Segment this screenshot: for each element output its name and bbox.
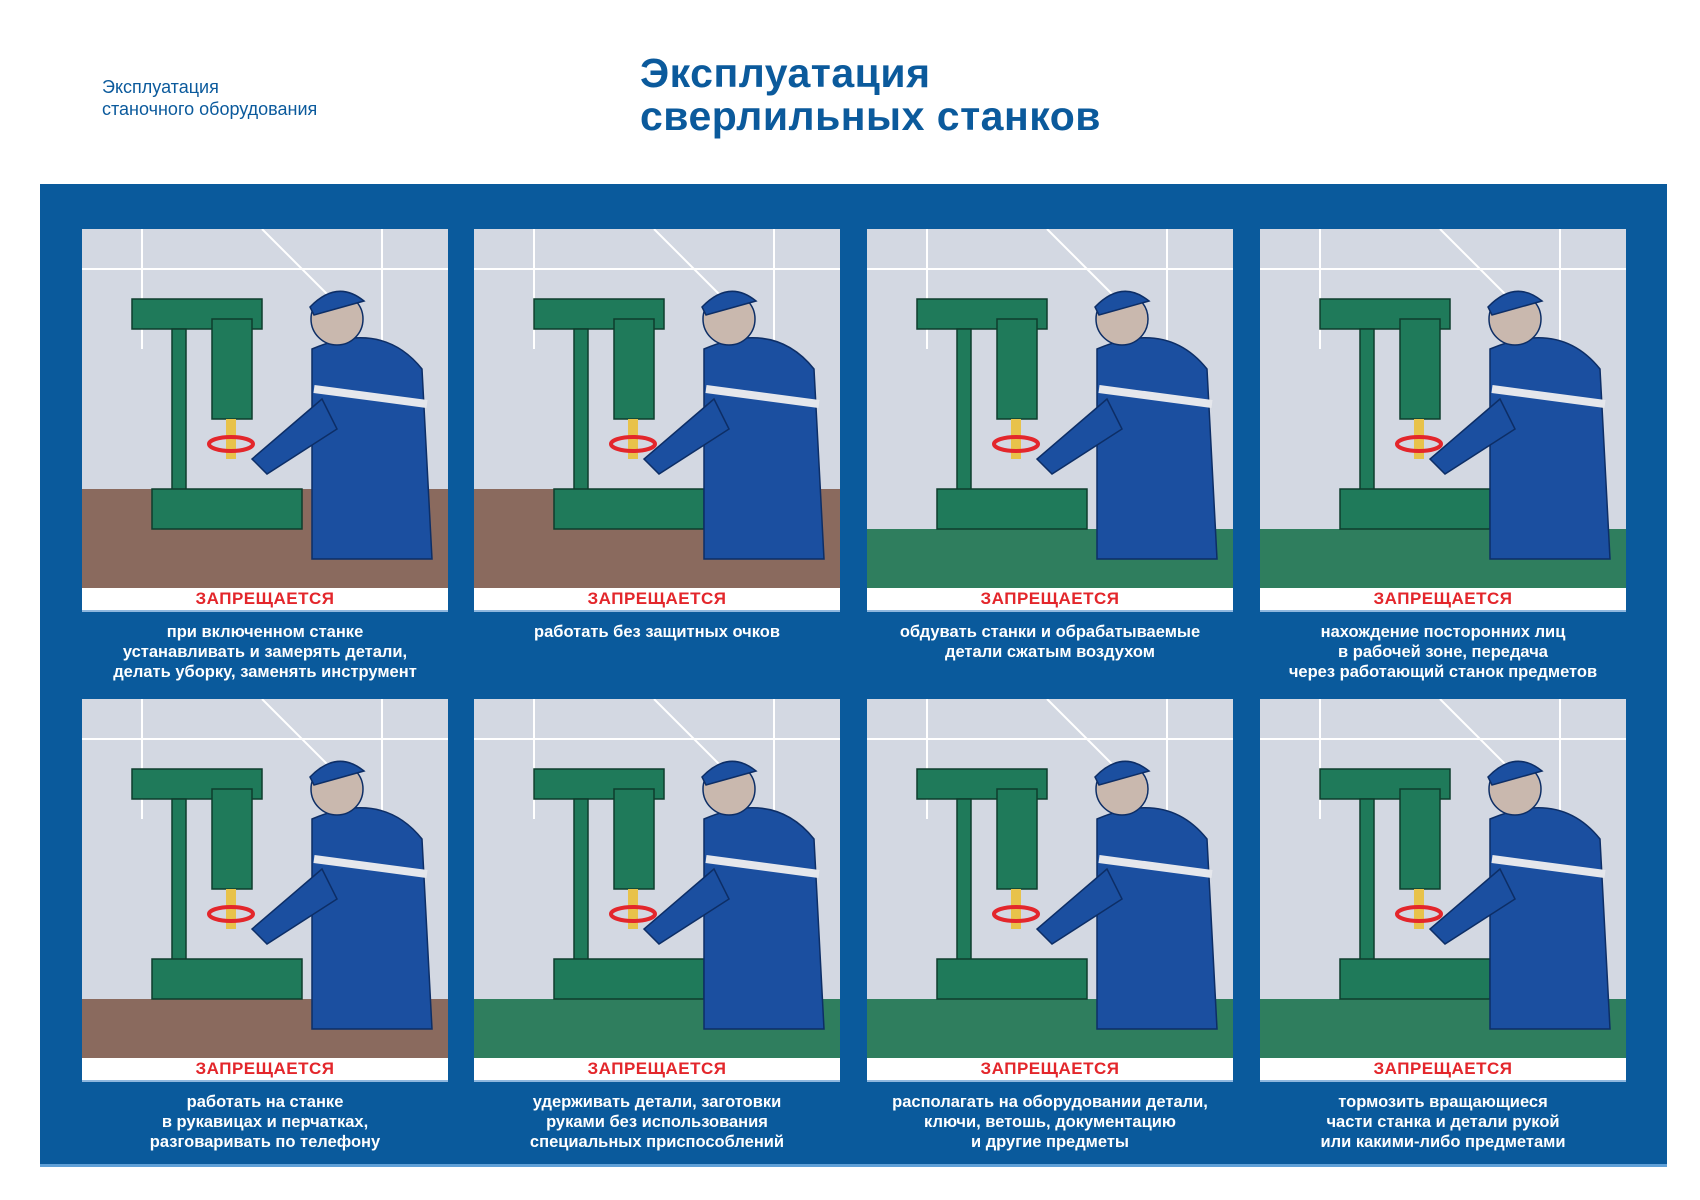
- prohibited-banner: ЗАПРЕЩАЕТСЯ: [867, 588, 1233, 612]
- drill-machine: [1319, 768, 1491, 1000]
- illustration: [1260, 699, 1626, 1058]
- caption-line: разговаривать по телефону: [149, 1133, 381, 1151]
- prohibited-banner: ЗАПРЕЩАЕТСЯ: [82, 588, 448, 612]
- series-title-line2: станочного оборудования: [102, 99, 318, 119]
- safety-rule-card: ЗАПРЕЩАЕТСЯ работать без защитных очков: [474, 229, 840, 642]
- drill-machine: [533, 298, 705, 530]
- poster-panel: ЗАПРЕЩАЕТСЯ при включенном станке устанав…: [40, 184, 1667, 1167]
- illustration: [867, 229, 1233, 588]
- drill-machine: [916, 298, 1088, 530]
- rule-caption: располагать на оборудовании детали, ключи…: [867, 1092, 1233, 1152]
- caption-line: делать уборку, заменять инструмент: [113, 663, 417, 681]
- series-title-line1: Эксплуатация: [102, 77, 219, 97]
- prohibited-banner: ЗАПРЕЩАЕТСЯ: [1260, 1058, 1626, 1082]
- drill-machine: [131, 768, 303, 1000]
- page-title-line1: Эксплуатация: [640, 50, 931, 96]
- caption-line: через работающий станок предметов: [1288, 663, 1598, 681]
- page-title: Эксплуатация сверлильных станков: [640, 52, 1101, 138]
- illustration: [474, 229, 840, 588]
- caption-line: и другие предметы: [970, 1133, 1130, 1151]
- drill-machine: [1319, 298, 1491, 530]
- prohibited-banner: ЗАПРЕЩАЕТСЯ: [474, 588, 840, 612]
- rule-caption: обдувать станки и обрабатываемые детали с…: [867, 622, 1233, 662]
- illustration: [474, 699, 840, 1058]
- series-title: Эксплуатация станочного оборудования: [102, 76, 317, 120]
- caption-line: при включенном станке: [166, 623, 364, 641]
- rule-caption: нахождение посторонних лиц в рабочей зоне…: [1260, 622, 1626, 682]
- rule-caption: тормозить вращающиеся части станка и дета…: [1260, 1092, 1626, 1152]
- safety-rule-card: ЗАПРЕЩАЕТСЯ нахождение посторонних лиц в …: [1260, 229, 1626, 682]
- caption-line: специальных приспособлений: [529, 1133, 785, 1151]
- caption-line: части станка и детали рукой: [1326, 1113, 1560, 1131]
- illustration: [82, 699, 448, 1058]
- caption-line: удерживать детали, заготовки: [532, 1093, 782, 1111]
- drill-machine: [131, 298, 303, 530]
- rule-caption: работать без защитных очков: [474, 622, 840, 642]
- prohibited-banner: ЗАПРЕЩАЕТСЯ: [1260, 588, 1626, 612]
- caption-line: работать на станке: [186, 1093, 344, 1111]
- prohibited-banner: ЗАПРЕЩАЕТСЯ: [82, 1058, 448, 1082]
- caption-line: располагать на оборудовании детали,: [892, 1093, 1208, 1111]
- caption-line: устанавливать и замерять детали,: [122, 643, 408, 661]
- safety-rule-card: ЗАПРЕЩАЕТСЯ при включенном станке устанав…: [82, 229, 448, 682]
- caption-line: в рабочей зоне, передача: [1338, 643, 1548, 661]
- caption-line: обдувать станки и обрабатываемые: [899, 623, 1201, 641]
- drill-machine: [916, 768, 1088, 1000]
- rule-caption: удерживать детали, заготовки руками без и…: [474, 1092, 840, 1152]
- drill-machine: [533, 768, 705, 1000]
- prohibited-banner: ЗАПРЕЩАЕТСЯ: [867, 1058, 1233, 1082]
- caption-line: в рукавицах и перчатках,: [161, 1113, 369, 1131]
- safety-rule-card: ЗАПРЕЩАЕТСЯ обдувать станки и обрабатыва…: [867, 229, 1233, 662]
- rule-caption: работать на станке в рукавицах и перчатка…: [82, 1092, 448, 1152]
- caption-line: нахождение посторонних лиц: [1320, 623, 1566, 641]
- caption-line: руками без использования: [546, 1113, 768, 1131]
- caption-line: детали сжатым воздухом: [945, 643, 1155, 661]
- prohibited-banner: ЗАПРЕЩАЕТСЯ: [474, 1058, 840, 1082]
- rule-caption: при включенном станке устанавливать и зам…: [82, 622, 448, 682]
- safety-rule-card: ЗАПРЕЩАЕТСЯ удерживать детали, заготовки…: [474, 699, 840, 1152]
- caption-line: ключи, ветошь, документацию: [924, 1113, 1176, 1131]
- caption-line: тормозить вращающиеся: [1338, 1093, 1548, 1111]
- illustration: [82, 229, 448, 588]
- page-title-line2: сверлильных станков: [640, 93, 1101, 139]
- caption-line: или какими-либо предметами: [1320, 1133, 1566, 1151]
- caption-line: работать без защитных очков: [534, 623, 780, 641]
- safety-rule-card: ЗАПРЕЩАЕТСЯ располагать на оборудовании …: [867, 699, 1233, 1152]
- safety-rule-card: ЗАПРЕЩАЕТСЯ тормозить вращающиеся части с…: [1260, 699, 1626, 1152]
- illustration: [1260, 229, 1626, 588]
- illustration: [867, 699, 1233, 1058]
- safety-rule-card: ЗАПРЕЩАЕТСЯ работать на станке в рукавица…: [82, 699, 448, 1152]
